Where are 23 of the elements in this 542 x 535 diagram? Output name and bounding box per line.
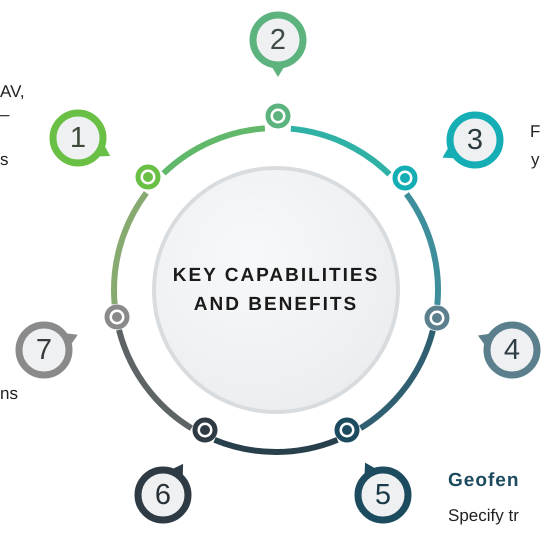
body-text: s <box>0 150 8 170</box>
body-text: F <box>530 122 540 142</box>
ring-dot-marker <box>424 305 450 331</box>
ring-dot-marker <box>334 417 360 443</box>
ring-segment <box>214 437 338 455</box>
ring-segment <box>116 328 194 431</box>
ring-segment <box>111 191 149 304</box>
ring-dot-marker <box>265 103 291 129</box>
body-text: ns <box>0 384 18 404</box>
ring-segment <box>358 330 436 431</box>
ring-dot-marker <box>192 417 218 443</box>
ring-segment <box>404 192 441 305</box>
ring-dot-marker <box>104 304 130 330</box>
ring-segment <box>162 125 266 176</box>
center-title: KEY CAPABILITIES AND BENEFITS <box>172 264 380 317</box>
ring-segment <box>290 126 392 177</box>
body-text: y <box>531 150 540 170</box>
ring-dot-marker <box>392 165 418 191</box>
ring-dot-marker <box>135 164 161 190</box>
body-text: AV, <box>0 82 25 102</box>
heading-text: Geofen <box>448 470 520 492</box>
body-text: – <box>0 105 10 125</box>
body-text: Specify tr <box>448 506 519 526</box>
